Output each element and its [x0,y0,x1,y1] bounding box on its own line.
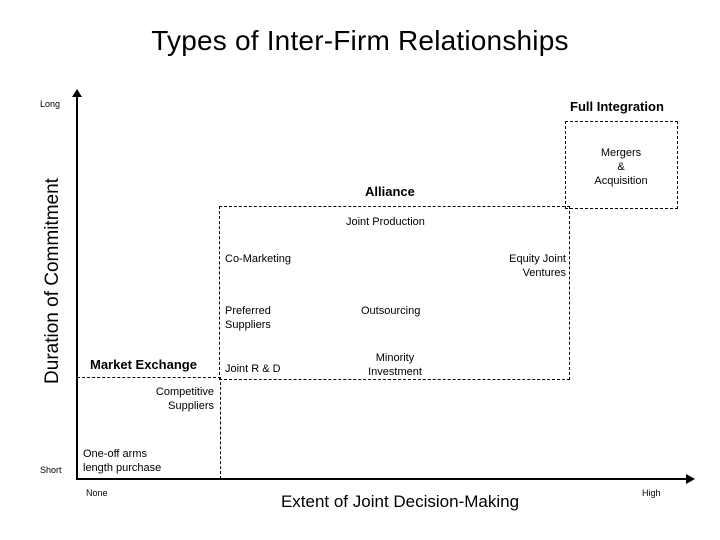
x-axis-title: Extent of Joint Decision-Making [280,492,520,511]
page-title: Types of Inter-Firm Relationships [151,25,569,56]
y-axis-title: Duration of Commitment [42,178,63,384]
region-label-alliance: Alliance [365,184,415,199]
x-axis-tick-none: None [86,488,108,498]
item-mergers-and-acquisition: Mergers&Acquisition [594,147,648,187]
region-box-full-integration [565,121,678,209]
y-axis-tick-short: Short [40,465,62,475]
item-co-marketing: Co-Marketing [225,253,292,265]
y-axis-arrow-icon [72,89,82,97]
region-box-alliance [219,206,570,380]
x-axis-tick-high: High [642,488,661,498]
region-label-market-exchange: Market Exchange [90,357,197,372]
x-axis-arrow-icon [686,474,695,484]
item-outsourcing: Outsourcing [361,305,421,317]
item-joint-r-and-d: Joint R & D [225,363,281,375]
y-axis-tick-long: Long [40,99,61,109]
y-axis-line [76,96,78,480]
region-label-full-integration: Full Integration [570,99,664,114]
item-joint-production: Joint Production [346,216,425,228]
x-axis-line [76,478,688,480]
region-box-market-exchange [77,377,221,479]
